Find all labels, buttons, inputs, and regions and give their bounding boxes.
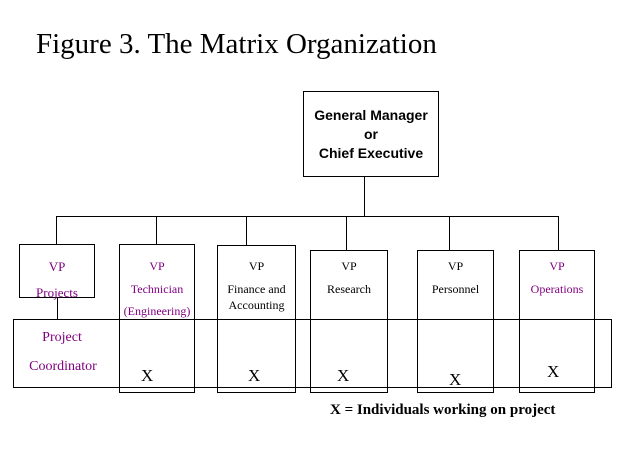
mark-personnel: X xyxy=(449,370,462,389)
mark-technician: X xyxy=(141,366,154,385)
connector-drop-personnel xyxy=(449,216,450,250)
general-manager-line1: General Manager xyxy=(314,107,428,123)
project-coordinator-row xyxy=(13,319,612,388)
connector-drop-technician xyxy=(156,216,157,244)
general-manager-box: General Manager or Chief Executive xyxy=(303,91,439,177)
connector-projects-coordinator xyxy=(57,298,58,319)
vp-projects-label: VP xyxy=(48,259,66,274)
connector-drop-research xyxy=(346,216,347,250)
vp-personnel-name: Personnel xyxy=(431,282,480,296)
mark-finance: X xyxy=(248,366,261,385)
connector-horizontal xyxy=(56,216,559,217)
vp-technician-box xyxy=(119,244,195,393)
coordinator-label-line1: Project xyxy=(42,330,82,345)
vp-operations-box xyxy=(519,250,595,393)
connector-drop-operations xyxy=(558,216,559,250)
vp-projects-box xyxy=(19,244,95,298)
vp-finance-subname: Accounting xyxy=(228,298,285,312)
mark-operations: X xyxy=(547,362,560,381)
vp-technician-subname: (Engineering) xyxy=(123,304,191,318)
vp-personnel-label: VP xyxy=(447,259,464,273)
connector-trunk xyxy=(364,177,365,216)
vp-finance-label: VP xyxy=(248,259,265,273)
vp-technician-label: VP xyxy=(149,259,165,273)
vp-research-box xyxy=(310,250,388,393)
vp-operations-name: Operations xyxy=(530,282,584,296)
vp-finance-name: Finance and xyxy=(227,282,286,296)
connector-drop-finance xyxy=(246,216,247,245)
vp-research-name: Research xyxy=(327,282,371,296)
figure-title: Figure 3. The Matrix Organization xyxy=(36,28,437,60)
vp-technician-name: Technician xyxy=(130,282,184,296)
vp-personnel-box xyxy=(417,250,494,393)
vp-research-label: VP xyxy=(341,259,357,273)
coordinator-label-line2: Coordinator xyxy=(29,359,97,374)
general-manager-line3: Chief Executive xyxy=(318,145,424,161)
mark-research: X xyxy=(337,366,350,385)
vp-projects-name: Projects xyxy=(36,285,78,300)
general-manager-line2: or xyxy=(364,126,378,142)
legend-text: X = Individuals working on project xyxy=(330,402,556,418)
connector-drop-projects xyxy=(56,216,57,245)
vp-operations-label: VP xyxy=(549,259,565,273)
